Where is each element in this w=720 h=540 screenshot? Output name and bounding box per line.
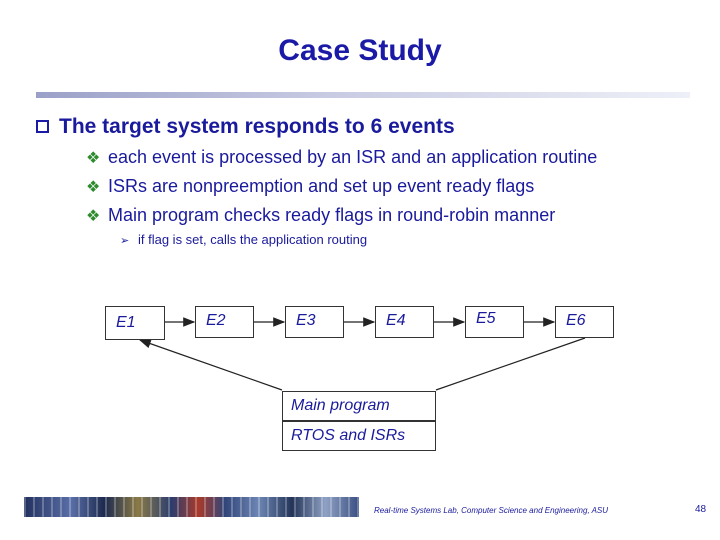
- event-label-e3: E3: [296, 312, 316, 329]
- event-box-e6: E6: [555, 306, 614, 338]
- event-label-e6: E6: [566, 312, 586, 329]
- sub-sub-bullet-text: if flag is set, calls the application ro…: [138, 232, 368, 247]
- arrow-main-e1: [138, 339, 283, 391]
- sub-bullet-2-text: ISRs are nonpreemption and set up event …: [108, 176, 535, 196]
- main-program-box: Main program: [282, 391, 436, 421]
- diamond-bullet-icon: ❖: [86, 179, 101, 196]
- bullet-1-text: The target system responds to 6 events: [59, 115, 455, 138]
- sub-bullet-3: ❖ Main program checks ready flags in roun…: [86, 205, 555, 226]
- event-box-e4: E4: [375, 306, 434, 338]
- sub-bullet-1: ❖ each event is processed by an ISR and a…: [86, 147, 597, 168]
- bullet-level-1: The target system responds to 6 events: [36, 115, 455, 139]
- sub-bullet-2: ❖ ISRs are nonpreemption and set up event…: [86, 176, 534, 197]
- sub-sub-bullet: ➢ if flag is set, calls the application r…: [120, 232, 367, 247]
- event-box-e1: E1: [105, 306, 165, 340]
- event-label-e4: E4: [386, 312, 406, 329]
- sub-bullet-3-text: Main program checks ready flags in round…: [108, 205, 556, 225]
- slide-title: Case Study: [278, 34, 442, 67]
- rtos-isrs-box: RTOS and ISRs: [282, 421, 436, 451]
- footer-banner-image: [24, 497, 359, 517]
- diamond-bullet-icon: ❖: [86, 208, 101, 225]
- diamond-bullet-icon: ❖: [86, 150, 101, 167]
- page-number: 48: [695, 504, 707, 515]
- event-box-e5: E5: [465, 306, 524, 338]
- line-e6-main: [435, 337, 586, 391]
- event-label-e1: E1: [116, 314, 136, 331]
- square-bullet-icon: [36, 120, 49, 133]
- arrow-bullet-icon: ➢: [120, 235, 130, 247]
- event-box-e3: E3: [285, 306, 344, 338]
- footer-text: Real-time Systems Lab, Computer Science …: [374, 506, 609, 515]
- title-divider: [36, 92, 690, 98]
- event-label-e2: E2: [206, 312, 226, 329]
- event-label-e5: E5: [476, 310, 496, 327]
- sub-bullet-1-text: each event is processed by an ISR and an…: [108, 147, 598, 167]
- event-box-e2: E2: [195, 306, 254, 338]
